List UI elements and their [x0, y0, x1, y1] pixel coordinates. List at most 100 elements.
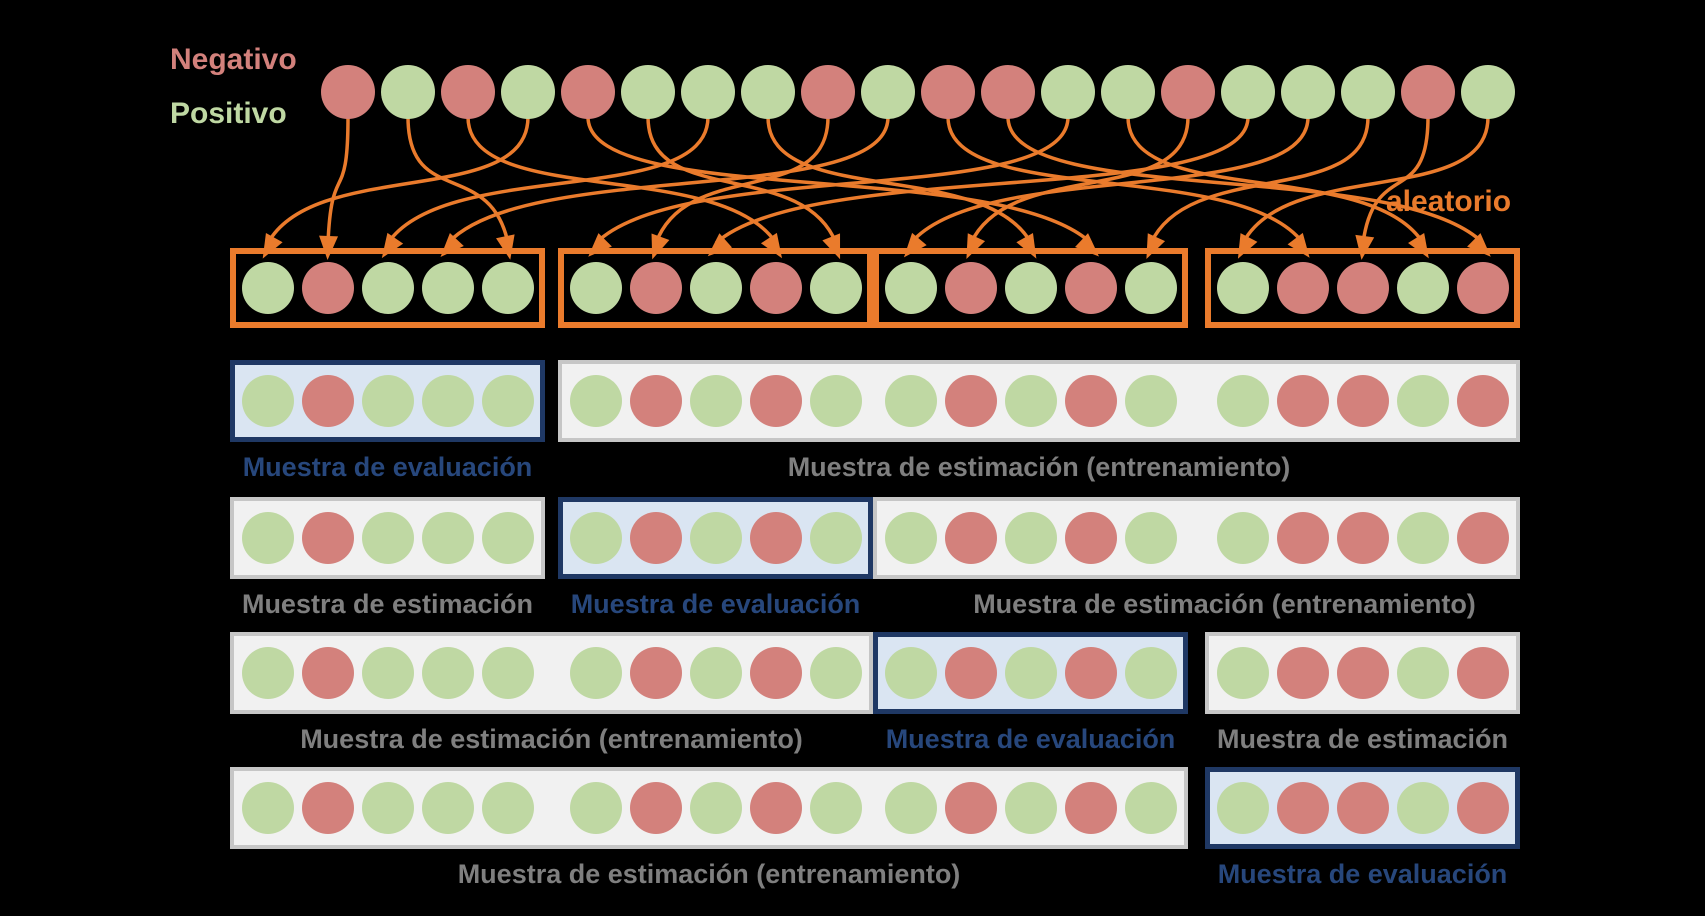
subset-dot-positive	[1217, 262, 1269, 314]
fold-dot-negative	[302, 375, 354, 427]
fold-dot-negative	[1065, 512, 1117, 564]
evaluation-label-fold3: Muestra de evaluación	[885, 724, 1176, 754]
assignment-arrow	[406, 116, 510, 244]
fold-dot-positive	[1125, 647, 1177, 699]
fold-dot-positive	[810, 647, 862, 699]
fold-dot-positive	[690, 375, 742, 427]
fold-dot-negative	[1065, 375, 1117, 427]
fold-dot-positive	[690, 647, 742, 699]
fold-dot-negative	[1277, 647, 1329, 699]
subset-dot-positive	[242, 262, 294, 314]
sample-dot-positive	[741, 65, 795, 119]
fold-dot-positive	[1217, 512, 1269, 564]
fold-dot-negative	[1277, 512, 1329, 564]
fold-dot-negative	[302, 512, 354, 564]
subset-dot-negative	[1337, 262, 1389, 314]
fold-dot-positive	[570, 375, 622, 427]
fold-dot-positive	[362, 647, 414, 699]
evaluation-label-fold1: Muestra de evaluación	[242, 452, 533, 482]
sample-dot-positive	[681, 65, 735, 119]
assignment-arrow	[946, 116, 1305, 245]
fold-dot-negative	[1457, 647, 1509, 699]
subset-dot-negative	[1457, 262, 1509, 314]
sample-dot-negative	[981, 65, 1035, 119]
subset-dot-positive	[885, 262, 937, 314]
fold-dot-negative	[750, 375, 802, 427]
fold-dot-positive	[422, 782, 474, 834]
fold-dot-positive	[1005, 647, 1057, 699]
fold-dot-positive	[362, 375, 414, 427]
subset-dot-positive	[482, 262, 534, 314]
evaluation-label-fold2: Muestra de evaluación	[570, 589, 861, 619]
assignment-arrow	[266, 116, 530, 244]
aleatorio-label: aleatorio	[1386, 185, 1512, 218]
fold-dot-positive	[810, 375, 862, 427]
fold-dot-positive	[482, 782, 534, 834]
positivo-legend-label: Positivo	[170, 97, 287, 130]
fold-dot-negative	[302, 782, 354, 834]
subset-dot-negative	[302, 262, 354, 314]
fold-dot-positive	[570, 782, 622, 834]
negativo-legend-label: Negativo	[170, 43, 297, 76]
fold-dot-positive	[1125, 512, 1177, 564]
fold-dot-negative	[1337, 375, 1389, 427]
estimation-label-fold3: Muestra de estimación	[1216, 724, 1509, 754]
fold-dot-positive	[242, 375, 294, 427]
fold-dot-negative	[630, 512, 682, 564]
sample-dot-negative	[1161, 65, 1215, 119]
subset-dot-negative	[1277, 262, 1329, 314]
sample-dot-negative	[801, 65, 855, 119]
sample-dot-positive	[621, 65, 675, 119]
fold-dot-positive	[1005, 375, 1057, 427]
fold-dot-negative	[750, 647, 802, 699]
subset-dot-positive	[810, 262, 862, 314]
fold-dot-negative	[1457, 512, 1509, 564]
assignment-arrow	[1241, 116, 1490, 244]
fold-dot-positive	[482, 512, 534, 564]
assignment-arrow	[586, 116, 1093, 245]
fold-dot-negative	[1277, 782, 1329, 834]
fold-dot-positive	[362, 512, 414, 564]
fold-dot-positive	[885, 782, 937, 834]
fold-dot-positive	[690, 782, 742, 834]
subset-dot-positive	[1125, 262, 1177, 314]
assignment-arrow	[969, 116, 1190, 244]
fold-dot-positive	[422, 512, 474, 564]
assignment-arrow	[654, 116, 830, 244]
fold-dot-positive	[1397, 782, 1449, 834]
assignment-arrow	[466, 116, 778, 244]
fold-dot-positive	[242, 647, 294, 699]
assignment-arrow	[446, 116, 890, 245]
sample-dot-negative	[441, 65, 495, 119]
sample-dot-positive	[501, 65, 555, 119]
fold-dot-positive	[1125, 782, 1177, 834]
fold-dot-positive	[242, 782, 294, 834]
fold-dot-positive	[482, 375, 534, 427]
fold-dot-negative	[1457, 782, 1509, 834]
assignment-arrow	[386, 116, 710, 244]
fold-dot-negative	[1457, 375, 1509, 427]
sample-dot-negative	[561, 65, 615, 119]
fold-dot-positive	[885, 375, 937, 427]
sample-dot-positive	[1461, 65, 1515, 119]
sample-dot-negative	[921, 65, 975, 119]
fold-dot-positive	[362, 782, 414, 834]
fold-dot-positive	[242, 512, 294, 564]
fold-dot-positive	[1125, 375, 1177, 427]
sample-dot-positive	[861, 65, 915, 119]
fold-dot-negative	[945, 375, 997, 427]
assignment-arrow	[714, 116, 1250, 245]
assignment-arrow	[1361, 116, 1430, 244]
fold-dot-positive	[482, 647, 534, 699]
estimation-label-fold2: Muestra de estimación (entrenamiento)	[973, 589, 1476, 619]
fold-dot-negative	[945, 512, 997, 564]
assignment-arrow	[594, 116, 1070, 245]
fold-dot-negative	[1065, 647, 1117, 699]
assignment-arrow	[326, 116, 350, 244]
assignment-arrow	[766, 116, 1033, 244]
fold-dot-positive	[422, 647, 474, 699]
fold-dot-positive	[1005, 512, 1057, 564]
assignment-arrow	[909, 116, 1310, 245]
fold-dot-positive	[1217, 375, 1269, 427]
fold-dot-negative	[630, 647, 682, 699]
